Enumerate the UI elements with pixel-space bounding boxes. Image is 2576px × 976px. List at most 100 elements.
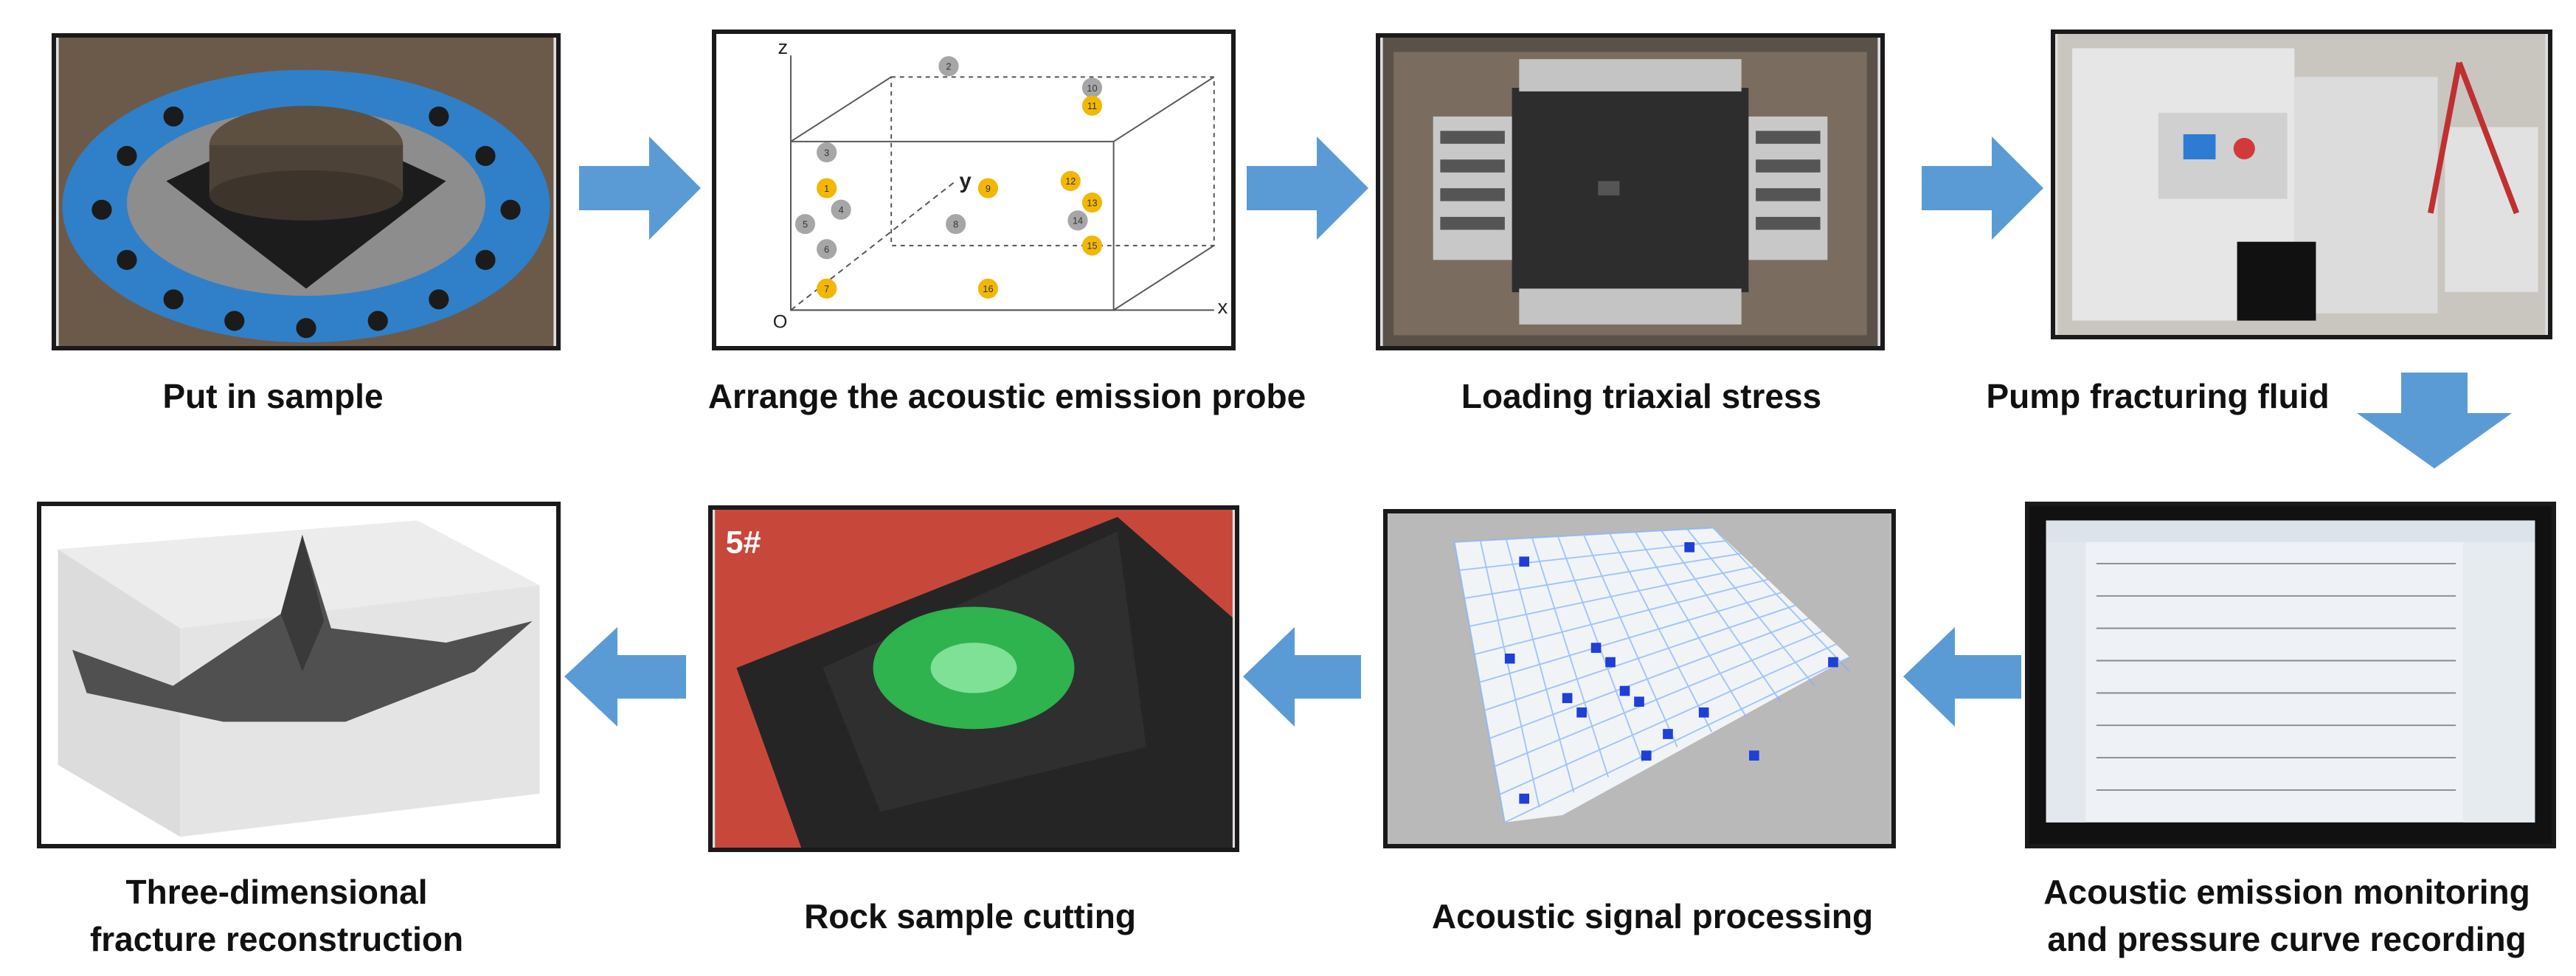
probe-marker [938, 56, 959, 77]
caption-line: fracture reconstruction [89, 920, 464, 958]
probe-marker [977, 178, 999, 198]
caption-put-in-sample: Put in sample [44, 373, 502, 420]
panel-put-in-sample [52, 33, 561, 350]
caption-line: and pressure curve recording [2047, 920, 2527, 958]
probe-marker [1081, 192, 1103, 213]
probe-marker-label: 1 [824, 184, 829, 194]
ae-event-point [1519, 556, 1530, 567]
probe-marker [794, 214, 816, 235]
box-back [890, 76, 1215, 246]
rock-photo: 5# [715, 510, 1233, 848]
panel-signal-processing [1383, 509, 1896, 848]
arrow-6-to-7 [1243, 627, 1361, 727]
probe-marker-label: 11 [1087, 101, 1097, 111]
probe-marker-label: 3 [824, 148, 829, 158]
ae-event-point [1641, 750, 1652, 761]
caption-line: Acoustic signal processing [1431, 897, 1874, 935]
ae-event-point [1576, 707, 1587, 718]
ae-event-points [1504, 541, 1838, 804]
probe-marker-label: 5 [803, 220, 808, 230]
caption-3d-reconstruction: Three-dimensional fracture reconstructio… [44, 868, 509, 963]
probe-marker-label: 6 [824, 245, 829, 255]
caption-signal-processing: Acoustic signal processing [1387, 893, 1918, 940]
box-front [790, 140, 1115, 311]
tool-sidebar [2046, 541, 2086, 823]
probe-marker [1081, 235, 1103, 256]
probe-marker [946, 214, 966, 235]
arrow-2-to-3 [1247, 136, 1368, 240]
signal-traces [2096, 562, 2456, 791]
probe-marker-label: 13 [1087, 198, 1097, 208]
probe-marker-label: 14 [1073, 216, 1083, 226]
ae-event-point [1619, 685, 1630, 696]
caption-line: Arrange the acoustic emission probe [707, 377, 1306, 415]
caption-triaxial-loading: Loading triaxial stress [1394, 373, 1888, 420]
axis-label-x: x [1218, 295, 1228, 318]
panel-ae-monitoring [2025, 502, 2556, 848]
caption-line: Rock sample cutting [804, 897, 1136, 935]
ae-event-point [1504, 653, 1515, 664]
panel-pump-fluid [2051, 30, 2552, 339]
ae-3d-plot [1390, 513, 1889, 844]
probe-marker-label: 10 [1087, 83, 1097, 94]
arrow-1-to-2 [579, 136, 701, 240]
ae-event-point [1663, 729, 1673, 739]
probe-marker [817, 239, 837, 260]
axis-label-y: y [960, 170, 972, 193]
caption-pump-fluid: Pump fracturing fluid [1947, 373, 2368, 420]
probe-marker [1081, 77, 1103, 98]
arrow-4-to-5 [2357, 373, 2512, 468]
flange-holes [91, 106, 521, 339]
panel-triaxial-loading [1376, 33, 1885, 350]
caption-ae-monitoring: Acoustic emission monitoring and pressur… [1999, 868, 2575, 963]
probe-marker [817, 142, 837, 163]
probe-marker [817, 278, 837, 299]
caption-line: Three-dimensional [125, 873, 428, 911]
reconstruction-render [44, 506, 554, 844]
probe-marker [1060, 170, 1081, 191]
panel-3d-reconstruction [37, 502, 561, 848]
arrow-7-to-8 [564, 627, 686, 727]
caption-probe-arrangement: Arrange the acoustic emission probe [664, 373, 1350, 420]
probe-marker [1067, 210, 1088, 231]
probe-marker-label: 2 [946, 62, 951, 72]
probe-marker-label: 8 [953, 220, 958, 230]
sample-number-label: 5# [726, 525, 761, 560]
panel-rock-cutting: 5# [708, 505, 1239, 852]
probe-marker [817, 178, 837, 198]
monitoring-screen [2032, 506, 2549, 844]
sample-photo [58, 38, 554, 346]
ae-event-point [1828, 657, 1838, 668]
ae-event-point [1698, 707, 1709, 718]
ae-event-point [1562, 693, 1573, 704]
probe-marker-label: 9 [986, 184, 991, 194]
caption-line: Acoustic emission monitoring [2043, 873, 2530, 911]
ae-event-point [1590, 643, 1602, 653]
probe-marker [1081, 95, 1103, 116]
ae-event-point [1519, 793, 1530, 804]
caption-rock-cutting: Rock sample cutting [738, 893, 1202, 940]
axis-label-z: z [778, 35, 789, 58]
loading-frame [1512, 88, 1749, 293]
pump-photo [2057, 34, 2546, 335]
arrow-3-to-4 [1922, 136, 2043, 240]
caption-line: Loading triaxial stress [1461, 377, 1822, 415]
probe-marker-label: 15 [1087, 241, 1097, 252]
probe-marker-label: 4 [839, 205, 844, 215]
triaxial-photo [1382, 38, 1878, 346]
caption-line: Put in sample [162, 377, 384, 415]
probe-marker-label: 7 [824, 284, 829, 294]
axis-label-origin: O [773, 312, 788, 333]
probe-marker [977, 278, 999, 299]
probe-marker-label: 16 [983, 284, 993, 294]
arrow-5-to-6 [1903, 627, 2021, 727]
caption-line: Pump fracturing fluid [1986, 377, 2330, 415]
probe-marker-label: 12 [1065, 176, 1076, 187]
ae-event-point [1684, 541, 1695, 553]
ae-event-point [1749, 750, 1759, 761]
ae-event-point [1634, 696, 1644, 707]
probe-marker [831, 199, 851, 220]
